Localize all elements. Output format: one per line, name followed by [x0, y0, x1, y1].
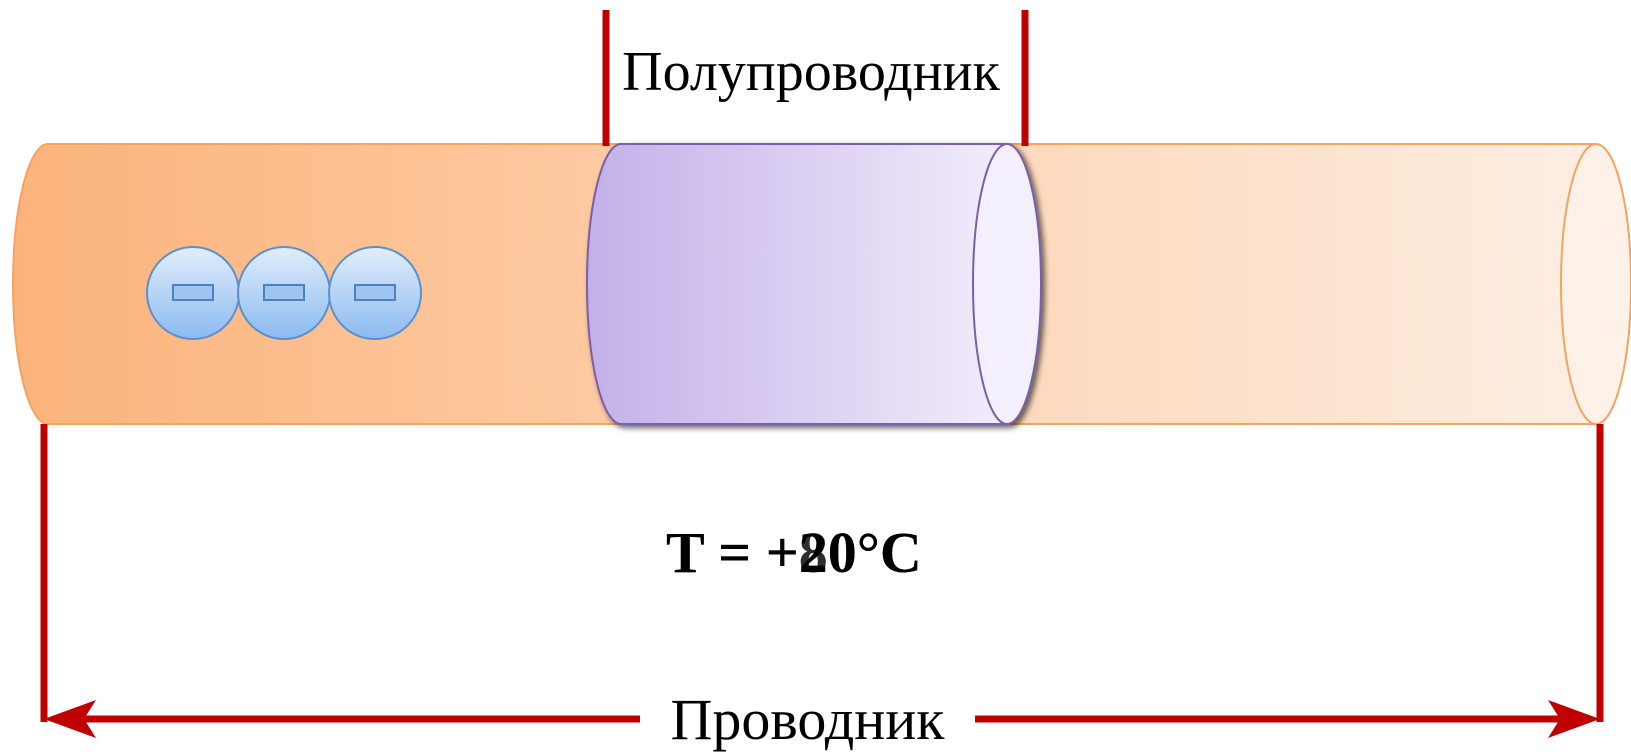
semiconductor-end-cap [972, 143, 1042, 425]
temperature-primary: T = +20°C [666, 520, 922, 585]
arrowhead-right [1548, 700, 1600, 738]
minus-sign-icon [263, 284, 305, 301]
temperature-readout: T = +20°C T = +80°C [666, 513, 996, 593]
minus-sign-icon [172, 284, 214, 301]
electron-group [146, 246, 422, 340]
minus-sign-icon [354, 284, 396, 301]
wire-end-cap [1560, 143, 1631, 425]
temperature-overlay: T = +80°C [666, 520, 922, 585]
semiconductor-label: Полупроводник [622, 41, 1000, 103]
semiconductor-segment [586, 143, 1042, 425]
conductor-label: Проводник [640, 686, 975, 754]
arrowhead-left [44, 700, 96, 738]
